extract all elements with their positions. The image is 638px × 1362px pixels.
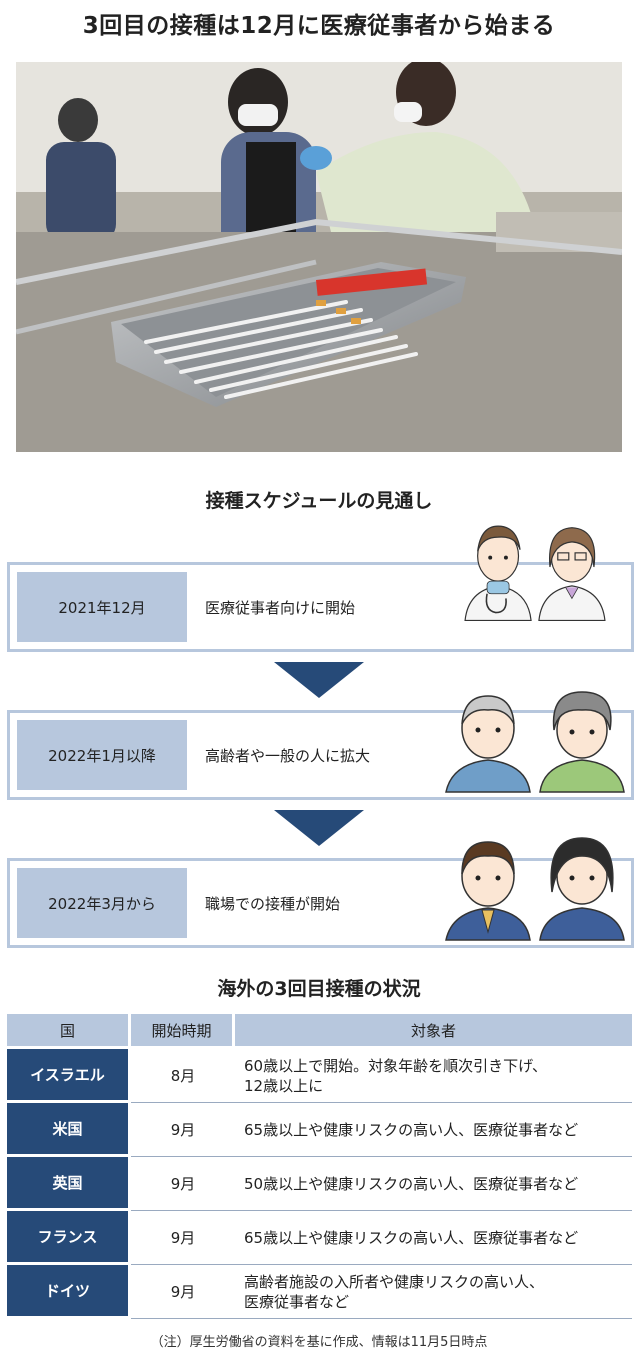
start-cell: 9月 [131, 1211, 235, 1265]
overseas-table: 国 開始時期 対象者 イスラエル 8月 60歳以上で開始。対象年齢を順次引き下げ… [7, 1014, 632, 1319]
country-cell: イスラエル [7, 1049, 131, 1103]
table-row: 米国 9月 65歳以上や健康リスクの高い人、医療従事者など [7, 1103, 632, 1157]
down-arrow-icon [274, 662, 364, 698]
elderly-people-illustration [445, 691, 625, 793]
table-row: イスラエル 8月 60歳以上で開始。対象年齢を順次引き下げ、12歳以上に [7, 1049, 632, 1103]
schedule-row: 2022年1月以降 高齢者や一般の人に拡大 [7, 710, 634, 800]
schedule-desc: 医療従事者向けに開始 [205, 598, 356, 617]
schedule-date: 2022年1月以降 [17, 720, 187, 790]
elderly-man-icon [445, 695, 531, 793]
elderly-woman-icon [539, 691, 625, 793]
workers-illustration [445, 837, 625, 941]
target-line: 65歳以上や健康リスクの高い人、医療従事者など [244, 1120, 579, 1139]
overseas-heading: 海外の3回目接種の状況 [217, 978, 421, 1000]
schedule-row: 2022年3月から 職場での接種が開始 [7, 858, 634, 948]
target-cell: 65歳以上や健康リスクの高い人、医療従事者など [235, 1211, 632, 1265]
start-cell: 9月 [131, 1265, 235, 1319]
target-line: 50歳以上や健康リスクの高い人、医療従事者など [244, 1174, 579, 1193]
target-cell: 60歳以上で開始。対象年齢を順次引き下げ、12歳以上に [235, 1049, 632, 1103]
table-row: フランス 9月 65歳以上や健康リスクの高い人、医療従事者など [7, 1211, 632, 1265]
schedule-date: 2021年12月 [17, 572, 187, 642]
country-cell: ドイツ [7, 1265, 131, 1319]
medical-staff-illustration [464, 525, 606, 622]
nurse-icon [538, 527, 606, 622]
country-cell: フランス [7, 1211, 131, 1265]
header-start: 開始時期 [131, 1014, 235, 1049]
country-cell: 英国 [7, 1157, 131, 1211]
target-line: 65歳以上や健康リスクの高い人、医療従事者など [244, 1228, 579, 1247]
target-cell: 65歳以上や健康リスクの高い人、医療従事者など [235, 1103, 632, 1157]
businessman-icon [445, 841, 531, 941]
target-line: 医療従事者など [244, 1292, 350, 1311]
target-line: 高齢者施設の入所者や健康リスクの高い人、 [244, 1272, 545, 1291]
header-target: 対象者 [235, 1014, 632, 1049]
schedule-desc: 高齢者や一般の人に拡大 [205, 746, 371, 765]
schedule-row: 2021年12月 医療従事者向けに開始 [7, 562, 634, 652]
table-row: 英国 9月 50歳以上や健康リスクの高い人、医療従事者など [7, 1157, 632, 1211]
table-row: ドイツ 9月 高齢者施設の入所者や健康リスクの高い人、医療従事者など [7, 1265, 632, 1319]
source-note: （注）厚生労働省の資料を基に作成、情報は11月5日時点 [150, 1335, 488, 1350]
schedule-date: 2022年3月から [17, 868, 187, 938]
target-cell: 高齢者施設の入所者や健康リスクの高い人、医療従事者など [235, 1265, 632, 1319]
page-title: 3回目の接種は12月に医療従事者から始まる [82, 13, 556, 39]
down-arrow-icon [274, 810, 364, 846]
start-cell: 9月 [131, 1157, 235, 1211]
header-country: 国 [7, 1014, 131, 1049]
target-line: 12歳以上に [244, 1076, 324, 1095]
start-cell: 8月 [131, 1049, 235, 1103]
target-cell: 50歳以上や健康リスクの高い人、医療従事者など [235, 1157, 632, 1211]
businesswoman-icon [539, 837, 625, 941]
country-cell: 米国 [7, 1103, 131, 1157]
schedule-desc: 職場での接種が開始 [205, 894, 341, 913]
doctor-icon [464, 525, 532, 622]
schedule-heading: 接種スケジュールの見通し [205, 490, 433, 512]
target-line: 60歳以上で開始。対象年齢を順次引き下げ、 [244, 1056, 548, 1075]
start-cell: 9月 [131, 1103, 235, 1157]
vaccination-photo [16, 62, 622, 452]
